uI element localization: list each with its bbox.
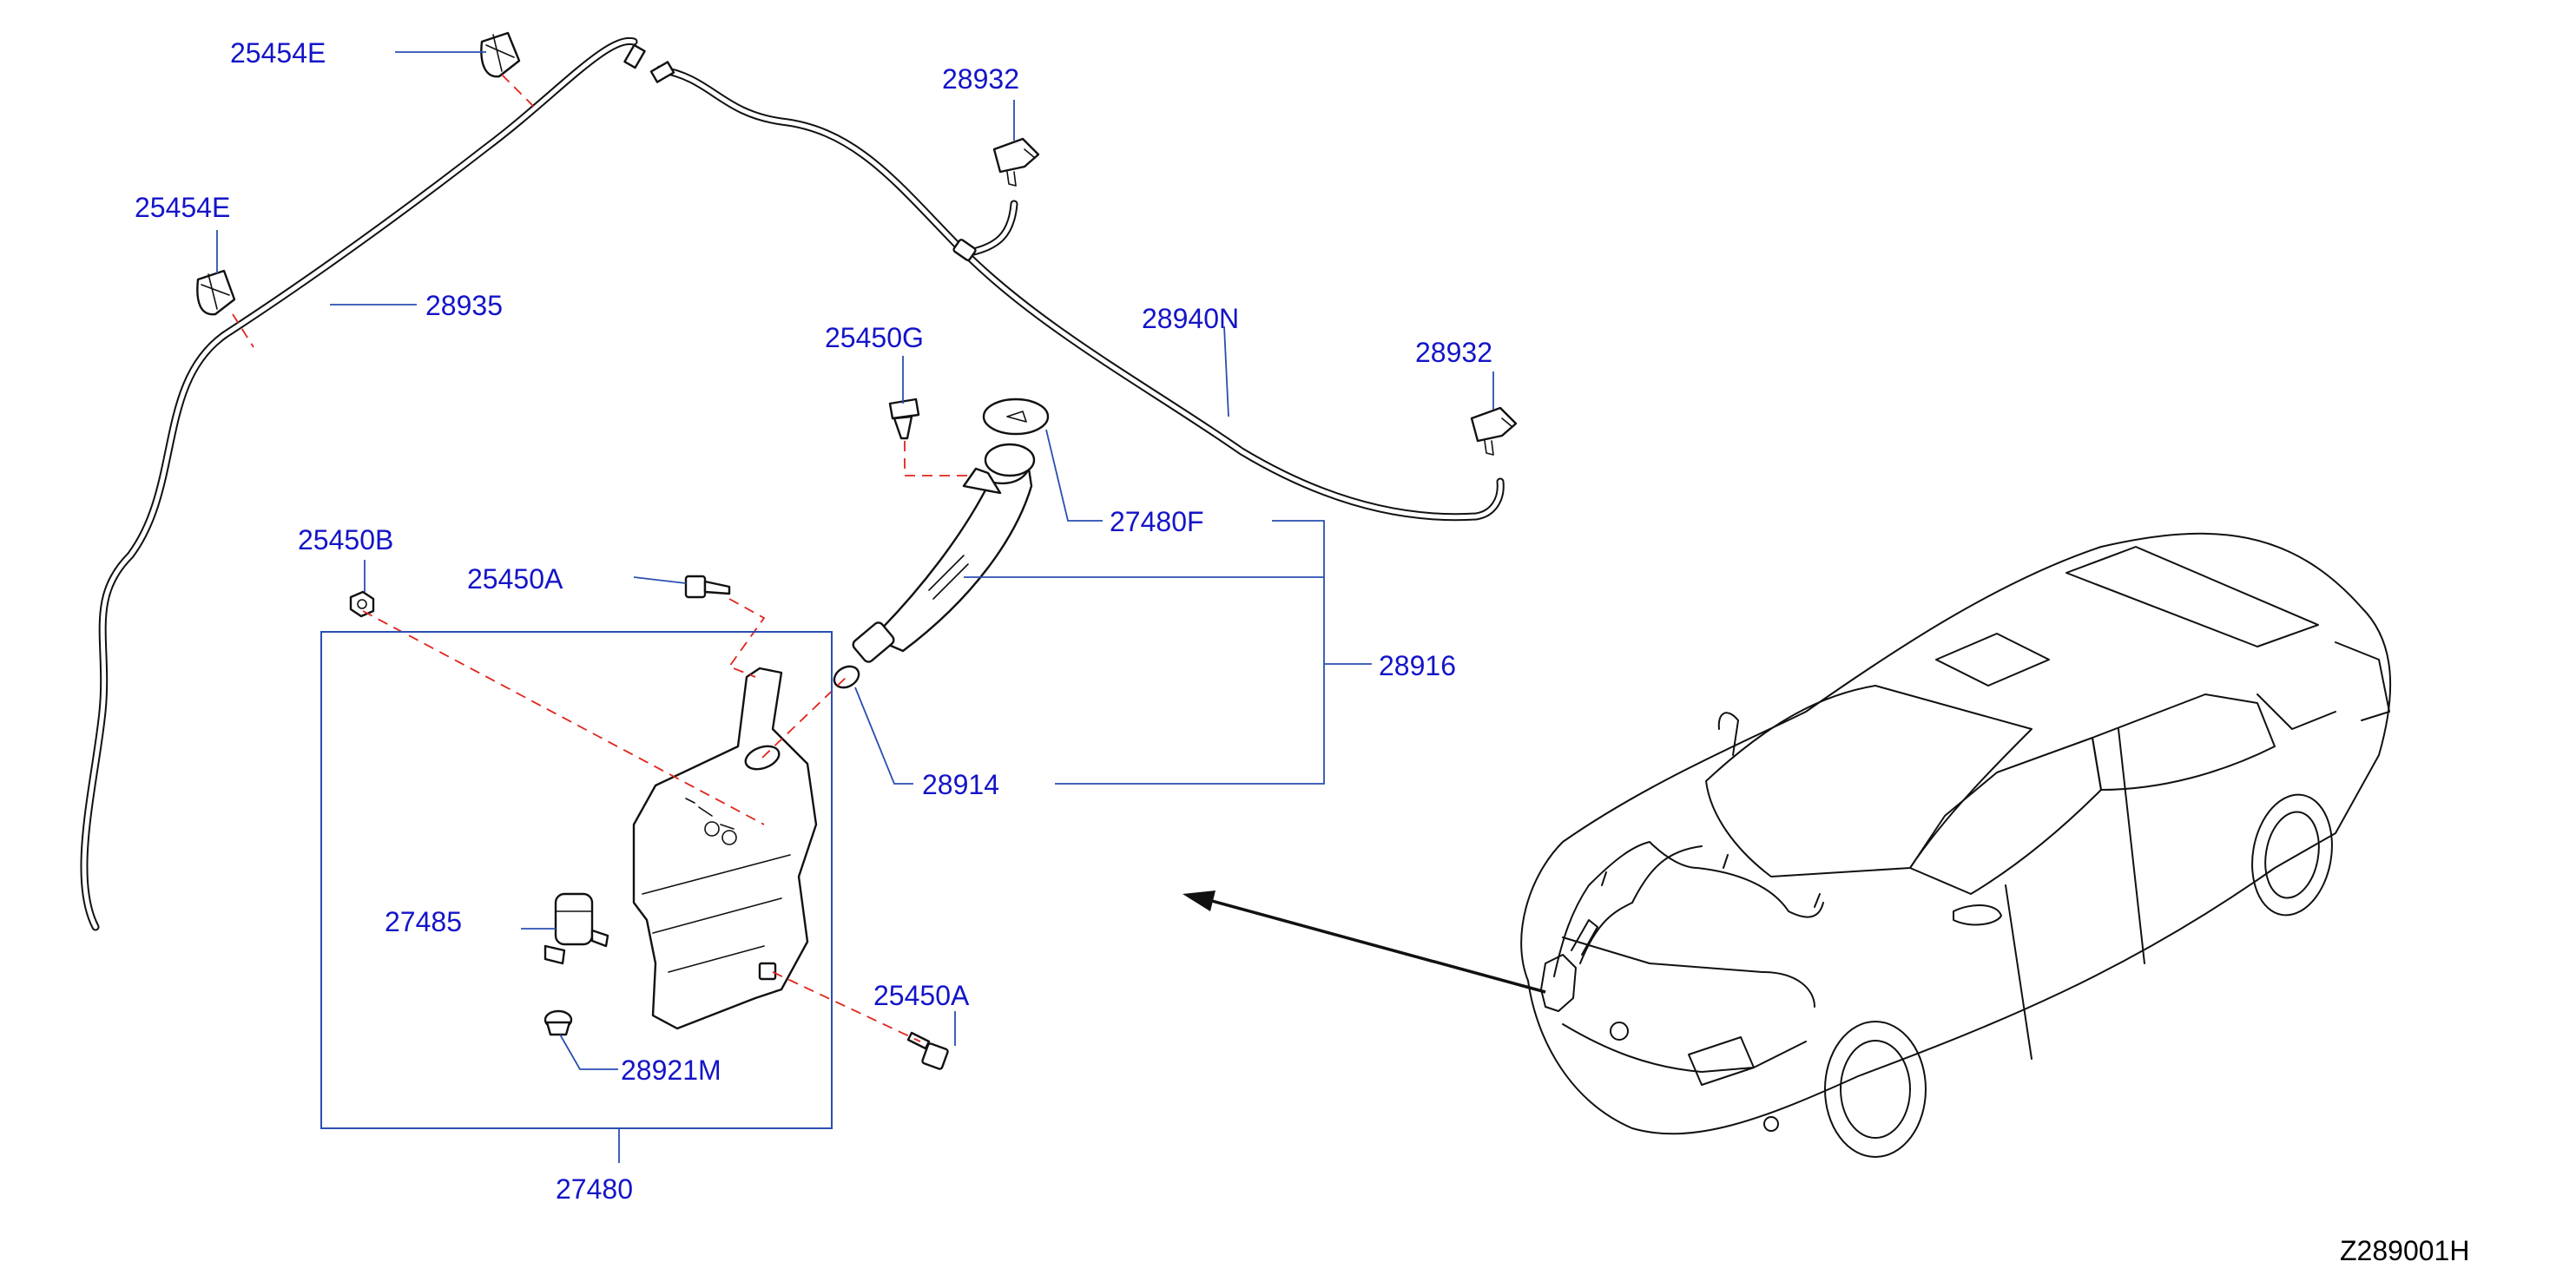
o-ring-28914 [833,665,860,689]
vehicle-outline [1520,532,2392,1158]
label-25454e-left: 25454E [135,192,230,223]
label-25450a-bottom: 25450A [873,980,970,1011]
tank-assembly-frame [320,631,833,1129]
leader-lines [216,51,1494,1163]
label-28935: 28935 [425,290,503,321]
label-27485: 27485 [385,906,462,937]
washer-nozzle-28932-left [992,137,1040,187]
filler-neck-28916 [852,443,1036,663]
label-28921m: 28921M [621,1055,721,1086]
label-28940n: 28940N [1142,303,1239,334]
part-labels: 25454E 25454E 28935 28932 28940N 28932 2… [135,37,2469,1266]
label-25450a-top: 25450A [467,563,563,595]
label-28932-left: 28932 [942,63,1019,95]
bolt-25450a-bottom [906,1031,949,1070]
nut-25450b [349,590,375,618]
clip-25450g [888,398,920,440]
label-28932-right: 28932 [1415,337,1492,368]
hose-clip-25454e-left [196,269,236,316]
label-28916: 28916 [1379,650,1456,681]
diagram-code: Z289001H [2340,1235,2469,1266]
label-25450b: 25450B [298,524,393,555]
label-27480f: 27480F [1110,506,1204,537]
label-27480: 27480 [556,1173,633,1205]
label-28914: 28914 [922,769,999,800]
washer-hose-28935 [80,36,646,931]
label-25450g: 25450G [825,322,924,353]
label-25454e-top: 25454E [230,37,326,69]
bolt-25450a-top [684,575,731,599]
washer-nozzle-28932-right [1470,406,1518,456]
washer-pump-27485 [544,892,609,965]
hose-clip-25454e-top [480,31,521,78]
assembly-lines [232,74,972,1042]
washer-hose-28940n [649,61,1505,522]
location-arrow [1183,890,1546,994]
grommet-28921m [544,1009,573,1036]
washer-tank-27480 [632,667,818,1030]
filler-cap-27480f [982,398,1050,436]
